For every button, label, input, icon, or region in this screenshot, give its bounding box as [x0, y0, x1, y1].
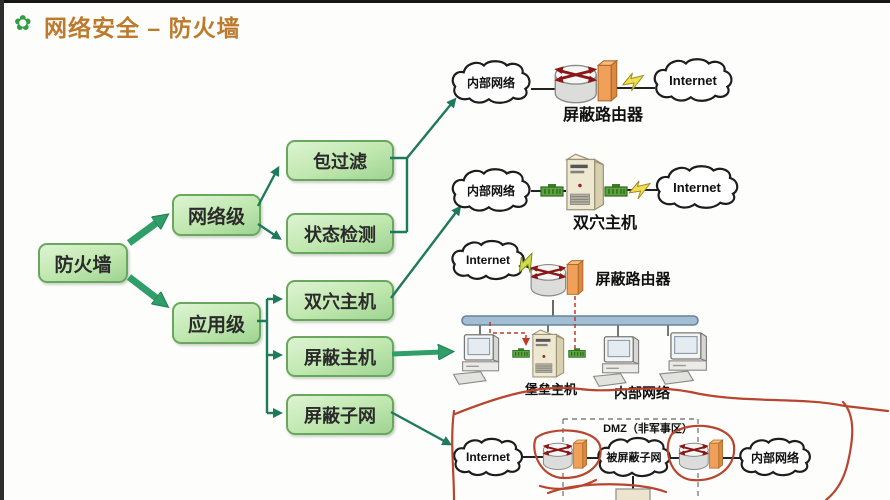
screening-router-icon: [676, 438, 726, 476]
node-firewall: 防火墙: [38, 243, 128, 283]
caption-bastion-host: 堡垒主机: [524, 382, 577, 397]
bastion-host-icon: [527, 327, 571, 380]
node-dual-homed-host: 双穴主机: [286, 280, 394, 321]
desktop-pc-icon: [590, 334, 644, 390]
cloud-internal-network-4: 内部网络: [736, 436, 814, 478]
label-internal-network: 内部网络: [614, 385, 670, 401]
dual-homed-host-icon: [560, 150, 612, 214]
cloud-internet-4: Internet: [450, 436, 526, 478]
nic-icon: [604, 183, 628, 199]
cloud-internet-2: Internet: [652, 163, 742, 211]
cloud-screened-subnet: 被屏蔽子网: [594, 435, 674, 479]
node-packet-filter: 包过滤: [286, 140, 394, 181]
desktop-pc-icon: [450, 332, 504, 388]
left-edge-bar: [0, 0, 4, 500]
caption-screening-router: 屏蔽路由器: [562, 107, 643, 124]
caption-dmz: DMZ（非军事区）: [603, 423, 693, 435]
screening-router-icon: [540, 438, 590, 476]
nic-icon: [568, 347, 586, 360]
lightning-icon: [628, 180, 652, 200]
cloud-internal-network-2: 内部网络: [448, 166, 534, 214]
cloud-internet-3: Internet: [448, 238, 528, 282]
screening-router-icon: [528, 258, 586, 304]
caption-dual-homed: 双穴主机: [572, 215, 637, 232]
top-edge-bar: [0, 0, 890, 3]
rosette-icon: ✿: [14, 12, 32, 35]
node-screened-host: 屏蔽主机: [286, 336, 394, 377]
cloud-internal-network-1: 内部网络: [448, 58, 534, 106]
node-network-level: 网络级: [172, 194, 261, 236]
node-app-level: 应用级: [172, 302, 261, 344]
node-screened-subnet: 屏蔽子网: [286, 394, 394, 435]
caption-screening-router-2: 屏蔽路由器: [595, 271, 671, 288]
desktop-pc-icon: [656, 331, 712, 387]
lightning-icon: [621, 72, 646, 92]
page-title: 网络安全 – 防火墙: [44, 15, 241, 41]
node-stateful-inspection: 状态检测: [286, 213, 394, 254]
cloud-internet-1: Internet: [650, 56, 736, 104]
